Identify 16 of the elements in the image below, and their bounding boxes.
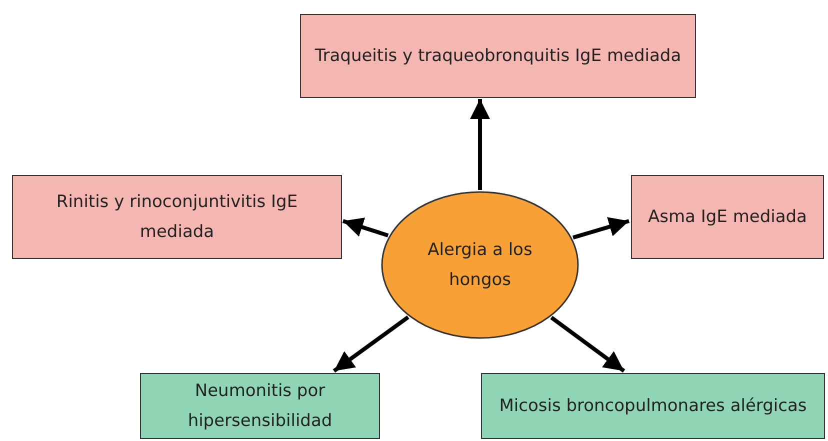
arrow	[332, 316, 410, 373]
text-box	[631, 175, 824, 259]
node-label: Neumonitis por hipersensibilidad	[186, 380, 334, 433]
arrow	[550, 316, 626, 373]
text-box	[481, 373, 825, 439]
text-box	[300, 14, 696, 98]
node-label: Rinitis y rinoconjuntivitis IgE mediada	[55, 191, 299, 244]
arrow	[470, 99, 490, 190]
text-box	[140, 373, 380, 439]
node-label: Alergia a los hongos	[426, 239, 534, 292]
node-label: Micosis broncopulmonares alérgicas	[499, 395, 807, 418]
arrow	[572, 217, 630, 240]
arrow	[342, 218, 389, 238]
node-label: Asma IgE mediada	[648, 206, 807, 229]
text-box	[12, 175, 342, 259]
node-label: Traqueitis y traqueobronquitis IgE mediada	[314, 45, 682, 68]
